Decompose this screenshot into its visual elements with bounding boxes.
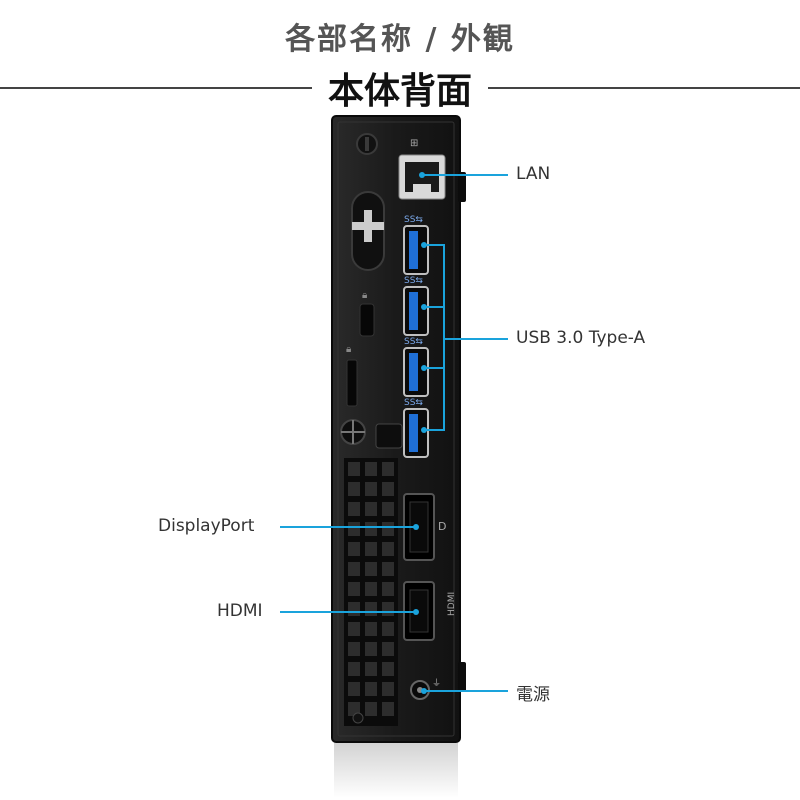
vent-hole	[382, 582, 394, 596]
vent-grid	[344, 458, 398, 726]
label-displayport: DisplayPort	[158, 516, 255, 536]
label-hdmi: HDMI	[217, 601, 263, 621]
power-icon: ⏚	[432, 678, 441, 689]
vent-hole	[348, 702, 360, 716]
usb-tongue	[409, 353, 418, 391]
vent-hole	[382, 642, 394, 656]
callout-lines	[280, 174, 508, 692]
vent-hole	[348, 462, 360, 476]
vent-hole	[348, 542, 360, 556]
latch-bottom	[458, 662, 466, 692]
label-lan: LAN	[516, 164, 551, 184]
vent-hole	[382, 482, 394, 496]
vent-hole	[365, 702, 377, 716]
vent-hole	[348, 522, 360, 536]
divider-right	[488, 87, 800, 89]
vent-hole	[365, 502, 377, 516]
padlock-loop	[346, 359, 358, 407]
vent-hole	[365, 642, 377, 656]
vent-hole	[365, 522, 377, 536]
vent-hole	[348, 622, 360, 636]
usb-ss-icon: SS⇆	[404, 398, 423, 408]
usb-ss-icon: SS⇆	[404, 276, 423, 286]
vent-hole	[365, 602, 377, 616]
vent-hole	[382, 702, 394, 716]
vent-hole	[382, 562, 394, 576]
vent-hole	[382, 602, 394, 616]
hdmi-icon: HDMI	[447, 592, 457, 616]
vent-hole	[382, 502, 394, 516]
vent-hole	[348, 502, 360, 516]
vent-hole	[348, 662, 360, 676]
cable-clip	[375, 423, 403, 449]
usb-ss-icon: SS⇆	[404, 215, 423, 225]
vent-hole	[365, 482, 377, 496]
label-usb: USB 3.0 Type-A	[516, 328, 646, 348]
vent-hole	[382, 622, 394, 636]
vent-hole	[365, 622, 377, 636]
section-header: 本体背面	[0, 60, 800, 112]
vent-hole	[348, 642, 360, 656]
vent-hole	[365, 662, 377, 676]
vent-hole	[365, 682, 377, 696]
page-title: 各部名称 / 外観	[285, 22, 515, 57]
vent-hole	[382, 662, 394, 676]
section-title: 本体背面	[327, 71, 472, 112]
latch-top	[458, 172, 466, 202]
divider-left	[0, 87, 312, 89]
padlock-icon: 🔒︎	[346, 344, 351, 355]
vent-hole	[348, 562, 360, 576]
vent-hole	[365, 582, 377, 596]
vent-hole	[382, 682, 394, 696]
usb-tongue	[409, 231, 418, 269]
vent-hole	[348, 602, 360, 616]
floor-reflection	[334, 738, 458, 798]
vent-hole	[382, 462, 394, 476]
vent-hole	[348, 482, 360, 496]
vent-hole	[365, 462, 377, 476]
security-slot	[359, 303, 375, 337]
usb-tongue	[409, 292, 418, 330]
usb-tongue	[409, 414, 418, 452]
vent-hole	[348, 582, 360, 596]
vent-hole	[365, 562, 377, 576]
network-icon: ⊞	[410, 138, 418, 149]
vent-hole	[382, 542, 394, 556]
vent-hole	[365, 542, 377, 556]
label-power: 電源	[516, 685, 550, 705]
lock-icon: 🔒︎	[362, 290, 367, 301]
usb-ss-icon: SS⇆	[404, 337, 423, 347]
dp-icon: D	[438, 520, 446, 533]
vent-hole	[348, 682, 360, 696]
callout-usb-bracket	[424, 244, 445, 431]
vent-hole	[382, 522, 394, 536]
